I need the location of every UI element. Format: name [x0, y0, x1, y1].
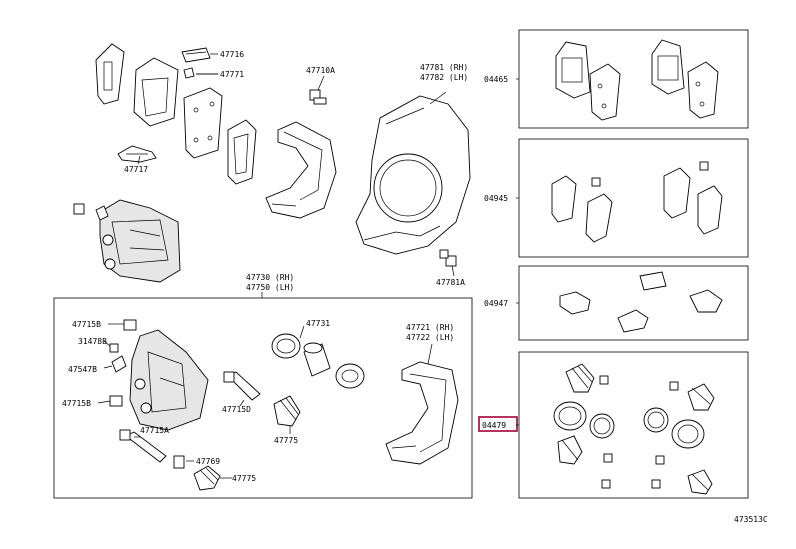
kit-04479-box [518, 351, 749, 499]
label-47775-middle[interactable]: 47775 [274, 436, 298, 445]
label-47715D[interactable]: 47715D [222, 405, 251, 414]
wear-indicator-47717[interactable] [117, 145, 157, 163]
mounting-bracket-47710A[interactable] [265, 121, 337, 219]
kit-04479-bushing-3[interactable] [669, 381, 679, 391]
label-47750-lh[interactable]: 47750 (LH) [246, 283, 294, 292]
kit-04465-pad-3[interactable] [651, 39, 685, 95]
kit-04479-boot-1[interactable] [565, 363, 595, 393]
label-47782-lh[interactable]: 47782 (LH) [420, 73, 468, 82]
label-04945[interactable]: 04945 [484, 194, 508, 203]
bushing-47769[interactable] [173, 455, 185, 469]
bleeder-upper[interactable] [95, 205, 109, 221]
bolt-47715B-upper[interactable] [123, 319, 137, 331]
caliper-body[interactable] [129, 329, 209, 431]
slide-pin-47715D[interactable] [223, 371, 261, 401]
highlight-04479[interactable] [478, 416, 518, 432]
label-47775-bottom[interactable]: 47775 [232, 474, 256, 483]
label-47716[interactable]: 47716 [220, 50, 244, 59]
kit-04479-bushing-2[interactable] [603, 453, 613, 463]
kit-04479-seal-ring-1[interactable] [589, 413, 615, 439]
kit-04465-pad-1[interactable] [555, 41, 591, 99]
label-47731[interactable]: 47731 [306, 319, 330, 328]
kit-04945-shim-2[interactable] [585, 193, 613, 243]
label-04465[interactable]: 04465 [484, 75, 508, 84]
label-04947[interactable]: 04947 [484, 299, 508, 308]
brake-pad-rear-1[interactable] [183, 87, 223, 159]
kit-04945-clip-1[interactable] [591, 177, 601, 187]
brake-pad-rear-2[interactable] [227, 119, 257, 185]
caliper-bracket-47721[interactable] [385, 361, 459, 465]
label-47771[interactable]: 47771 [220, 70, 244, 79]
clip-47771[interactable] [183, 67, 195, 79]
label-47730-rh[interactable]: 47730 (RH) [246, 273, 294, 282]
anti-squeal-shim-47716[interactable] [181, 47, 211, 63]
cap-31478B[interactable] [109, 343, 119, 353]
caliper-upper-left[interactable] [99, 199, 181, 283]
kit-04479-boot-4[interactable] [687, 469, 713, 495]
kit-04465-pad-2[interactable] [589, 63, 621, 121]
label-04479[interactable]: 04479 [482, 421, 506, 430]
bolt-47781A[interactable] [439, 249, 457, 267]
kit-04945-shim-4[interactable] [697, 185, 723, 235]
kit-04947-clip-3[interactable] [617, 309, 649, 333]
label-47781-rh[interactable]: 47781 (RH) [420, 63, 468, 72]
kit-04465-pad-4[interactable] [687, 61, 719, 119]
kit-04945-clip-2[interactable] [699, 161, 709, 171]
kit-04479-seal-large-1[interactable] [553, 401, 587, 431]
dust-shield-47781[interactable] [355, 95, 471, 255]
label-47769[interactable]: 47769 [196, 457, 220, 466]
label-47722-lh[interactable]: 47722 (LH) [406, 333, 454, 342]
label-47715B-upper[interactable]: 47715B [72, 320, 101, 329]
brake-pad-outer-left[interactable] [95, 43, 125, 105]
bolt-small-left[interactable] [73, 203, 85, 215]
label-47721-rh[interactable]: 47721 (RH) [406, 323, 454, 332]
label-47710A[interactable]: 47710A [306, 66, 335, 75]
kit-04947-clip-4[interactable] [689, 289, 723, 313]
caliper-assembly-box [53, 297, 473, 499]
brake-pad-inner-left[interactable] [133, 57, 179, 127]
kit-04479-seal-ring-2[interactable] [671, 419, 705, 449]
label-47781A[interactable]: 47781A [436, 278, 465, 287]
bolt-47710A[interactable] [309, 89, 327, 105]
kit-04945-shim-3[interactable] [663, 167, 691, 219]
piston-47731[interactable] [303, 342, 331, 377]
kit-04479-bushing-5[interactable] [601, 479, 611, 489]
cylinder-boot-47731[interactable] [335, 363, 365, 389]
label-47715B-lower[interactable]: 47715B [62, 399, 91, 408]
kit-04945-shim-1[interactable] [551, 175, 577, 223]
diagram-reference-code: 473513C [734, 515, 768, 524]
label-31478B[interactable]: 31478B [78, 337, 107, 346]
kit-04479-boot-2[interactable] [557, 435, 583, 465]
kit-04479-bushing-4[interactable] [655, 455, 665, 465]
boot-47775-bottom[interactable] [193, 465, 221, 491]
leader-lines [97, 73, 519, 479]
label-47547B[interactable]: 47547B [68, 365, 97, 374]
kit-04479-boot-3[interactable] [687, 383, 715, 411]
kit-04479-bushing-1[interactable] [599, 375, 609, 385]
label-47717[interactable]: 47717 [124, 165, 148, 174]
bolt-47715B-lower[interactable] [109, 395, 123, 407]
kit-04479-bushing-6[interactable] [651, 479, 661, 489]
kit-04947-clip-1[interactable] [559, 291, 591, 315]
bleeder-47547B[interactable] [111, 355, 127, 373]
label-47715A[interactable]: 47715A [140, 426, 169, 435]
slide-pin-47715A[interactable] [119, 429, 167, 463]
boot-47775-middle[interactable] [273, 395, 301, 427]
kit-04479-seal-large-2[interactable] [643, 407, 669, 433]
kit-04947-clip-2[interactable] [639, 271, 667, 291]
piston-seal-47731[interactable] [271, 333, 301, 359]
